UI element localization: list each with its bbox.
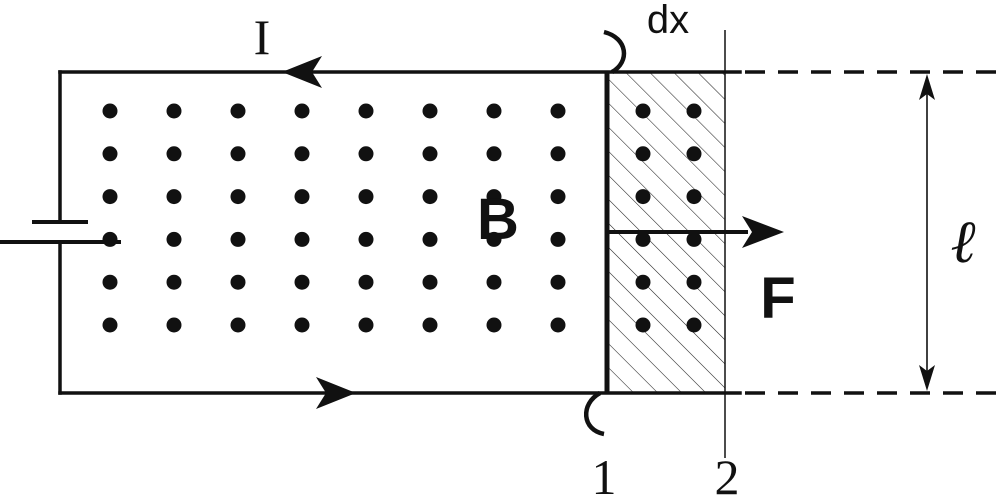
- field-dot: [635, 103, 651, 119]
- field-dot: [230, 317, 246, 333]
- field-dot: [166, 146, 182, 162]
- field-dot: [686, 231, 702, 247]
- field-dot: [294, 103, 310, 119]
- field-dot: [102, 103, 118, 119]
- field-dot: [635, 231, 651, 247]
- field-dot: [550, 317, 566, 333]
- force-label: F: [760, 266, 795, 331]
- field-dot: [686, 189, 702, 205]
- length-dimension: [919, 74, 935, 391]
- field-dot: [422, 146, 438, 162]
- field-dot: [294, 231, 310, 247]
- field-dot: [102, 317, 118, 333]
- field-dot: [102, 146, 118, 162]
- field-dot: [102, 189, 118, 205]
- current-arrow-bottom-icon: [316, 377, 356, 409]
- field-dot: [230, 103, 246, 119]
- length-label: ℓ: [951, 209, 976, 275]
- field-dot: [486, 231, 502, 247]
- field-dot: [358, 189, 374, 205]
- field-dot: [686, 146, 702, 162]
- field-dot: [550, 146, 566, 162]
- field-dot: [635, 146, 651, 162]
- field-dot: [486, 103, 502, 119]
- field-dot: [686, 103, 702, 119]
- force-arrow-head-icon: [742, 216, 784, 248]
- field-dot: [486, 146, 502, 162]
- field-dot: [102, 231, 118, 247]
- field-dot: [166, 189, 182, 205]
- field-label: B: [477, 187, 519, 252]
- field-dot: [635, 189, 651, 205]
- current-label: I: [254, 9, 271, 65]
- field-dot: [686, 317, 702, 333]
- field-dot: [635, 317, 651, 333]
- battery-icon: [0, 220, 121, 244]
- field-dot: [166, 317, 182, 333]
- field-dot: [230, 274, 246, 290]
- field-dot: [358, 231, 374, 247]
- length-arrow-top-icon: [919, 74, 935, 100]
- field-dot: [358, 146, 374, 162]
- field-dot: [230, 146, 246, 162]
- field-dot: [422, 231, 438, 247]
- field-dot: [635, 274, 651, 290]
- field-dot: [550, 274, 566, 290]
- field-dot: [486, 274, 502, 290]
- field-dot: [230, 189, 246, 205]
- field-dot: [422, 274, 438, 290]
- field-dot: [294, 189, 310, 205]
- field-dot: [550, 189, 566, 205]
- position-1-label: 1: [592, 449, 617, 497]
- circuit: [58, 70, 742, 395]
- displacement-label: dx: [647, 0, 689, 42]
- field-dot: [422, 317, 438, 333]
- field-dot: [486, 317, 502, 333]
- current-arrow-top-icon: [282, 56, 322, 88]
- top-contact-icon: [603, 29, 627, 74]
- field-dot: [422, 103, 438, 119]
- field-dot: [294, 274, 310, 290]
- field-dot: [294, 317, 310, 333]
- magnetic-field-dots: [102, 103, 702, 333]
- bottom-contact-icon: [583, 391, 605, 437]
- field-dot: [422, 189, 438, 205]
- position-2-label: 2: [715, 449, 740, 497]
- field-dot: [294, 146, 310, 162]
- field-dot: [550, 231, 566, 247]
- length-arrow-bottom-icon: [919, 365, 935, 391]
- field-dot: [358, 317, 374, 333]
- field-dot: [166, 274, 182, 290]
- field-dot: [486, 189, 502, 205]
- field-dot: [230, 231, 246, 247]
- field-dot: [166, 231, 182, 247]
- field-dot: [550, 103, 566, 119]
- field-dot: [686, 274, 702, 290]
- field-dot: [102, 274, 118, 290]
- field-dot: [358, 274, 374, 290]
- field-dot: [166, 103, 182, 119]
- rail-extensions: [745, 70, 1007, 395]
- field-dot: [358, 103, 374, 119]
